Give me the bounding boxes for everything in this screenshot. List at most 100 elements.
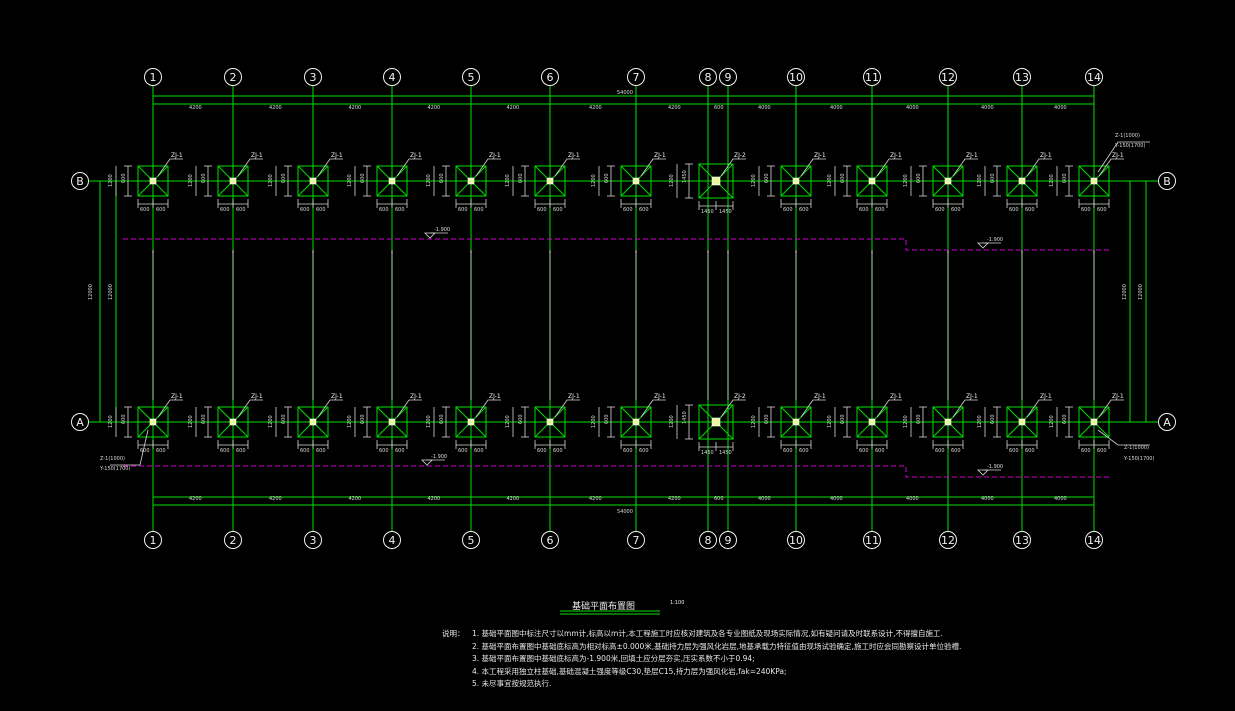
marker-dot xyxy=(312,251,314,253)
axis-bubble-label: 4 xyxy=(389,71,396,84)
footing-label: ZJ-1 xyxy=(814,152,826,159)
footing-dim-text: 1200 xyxy=(827,174,833,187)
axis-bubble-col: 3 xyxy=(304,531,322,549)
footing-outline xyxy=(137,406,169,438)
footing-dim-text: 1200 xyxy=(505,174,511,187)
footing-dim-text: 1200 xyxy=(188,415,194,428)
footing-slope-line xyxy=(315,183,329,197)
footing-slope-line xyxy=(620,183,634,197)
footing-slope-line xyxy=(780,424,794,438)
footing-label: ZJ-2 xyxy=(734,393,746,400)
axis-bubble-label: 13 xyxy=(1015,71,1029,84)
footing-dim-text: 600 xyxy=(1009,207,1019,213)
footing-slope-line xyxy=(534,424,548,438)
footing-slope-line xyxy=(950,406,964,420)
footing-dim-text: 600 xyxy=(121,173,127,183)
dimension-text: 4200 xyxy=(507,105,520,111)
footing-slope-line xyxy=(217,424,231,438)
column-section xyxy=(229,177,237,185)
footing-dim-text: 1200 xyxy=(1049,415,1055,428)
footing-dim-text: 600 xyxy=(916,414,922,424)
footing-outline xyxy=(1006,165,1038,197)
axis-bubble-circle xyxy=(541,68,559,86)
footing-slope-line xyxy=(1006,183,1020,197)
footing-slope-line xyxy=(698,163,714,179)
footing-dim-text: 600 xyxy=(1097,207,1107,213)
axis-bubble-col: 9 xyxy=(719,68,737,86)
column-section xyxy=(792,177,800,185)
dimension-text: 4000 xyxy=(981,105,994,111)
footing-slope-line xyxy=(1096,406,1110,420)
axis-bubble-label: 7 xyxy=(633,534,640,547)
axis-bubble-label: 9 xyxy=(725,534,732,547)
footing-dim-text: 1200 xyxy=(751,415,757,428)
footing-slope-line xyxy=(950,424,964,438)
footing-slope-line xyxy=(780,406,794,420)
level-text: -1.900 xyxy=(987,237,1003,243)
footing-slope-line xyxy=(874,183,888,197)
footing-slope-line xyxy=(552,406,566,420)
axis-bubble-label: 2 xyxy=(230,71,237,84)
dimension-text: 12000 xyxy=(88,284,94,300)
column-section xyxy=(1090,418,1098,426)
footing-slope-line xyxy=(1078,424,1092,438)
marker-dot xyxy=(549,251,551,253)
footing-label: ZJ-1 xyxy=(489,393,501,400)
dimension-text: 12000 xyxy=(1122,284,1128,300)
footing-dim-text: 600 xyxy=(379,207,389,213)
footing-slope-line xyxy=(798,424,812,438)
footing-slope-line xyxy=(297,424,311,438)
footing-dim-text: 600 xyxy=(951,207,961,213)
footing-dim-text: 1200 xyxy=(751,174,757,187)
footing-leader xyxy=(1098,399,1124,418)
footing-dim-text: 600 xyxy=(360,414,366,424)
footing-slope-line xyxy=(552,424,566,438)
column-section xyxy=(309,177,317,185)
footing-dim-text: 600 xyxy=(1097,448,1107,454)
footing-slope-line xyxy=(235,406,249,420)
dimension-text: 4200 xyxy=(589,105,602,111)
footing-outline xyxy=(856,165,888,197)
footing-dim-text: 600 xyxy=(140,207,150,213)
footing-slope-line xyxy=(856,165,870,179)
axis-bubble-circle xyxy=(541,531,559,549)
note-item: 5. 未尽事宜按规范执行. xyxy=(472,679,552,688)
footing-label: ZJ-1 xyxy=(171,152,183,159)
footing-slope-line xyxy=(620,406,634,420)
footing-slope-line xyxy=(798,406,812,420)
footing-dim-text: 600 xyxy=(840,173,846,183)
axis-bubble-label: 13 xyxy=(1015,534,1029,547)
dimension-text: 4000 xyxy=(981,496,994,502)
footing-label: ZJ-1 xyxy=(489,152,501,159)
axis-bubble-circle xyxy=(719,68,737,86)
footing-slope-line xyxy=(1006,406,1020,420)
axis-bubble-circle xyxy=(627,531,645,549)
footing-leader xyxy=(800,158,826,177)
footing-slope-line xyxy=(718,183,734,199)
dimension-text: 4000 xyxy=(906,105,919,111)
axis-bubble-label: 9 xyxy=(725,71,732,84)
footing-dim-text: 1450 xyxy=(701,209,714,215)
footing-label: ZJ-1 xyxy=(568,152,580,159)
footing-label: ZJ-1 xyxy=(966,393,978,400)
column-section xyxy=(944,418,952,426)
footing-slope-line xyxy=(874,406,888,420)
notes-lead: 说明： xyxy=(442,629,465,638)
footing-slope-line xyxy=(552,165,566,179)
dimension-text: 4200 xyxy=(189,105,202,111)
marker-dot xyxy=(470,251,472,253)
axis-bubble-circle xyxy=(462,531,480,549)
axis-bubble-circle xyxy=(224,68,242,86)
footing-outline xyxy=(620,165,652,197)
column-section xyxy=(388,177,396,185)
column-section xyxy=(632,418,640,426)
footing-slope-line xyxy=(534,183,548,197)
footing-leader xyxy=(237,158,263,177)
level-symbol xyxy=(977,469,989,476)
axis-bubble-circle xyxy=(304,68,322,86)
footing-dim-text: 1200 xyxy=(827,415,833,428)
note-text: Y-150(1700) xyxy=(99,466,130,472)
footing-leader xyxy=(720,158,746,177)
footing-dim-text: 600 xyxy=(537,207,547,213)
footing-dim-text: 600 xyxy=(201,414,207,424)
